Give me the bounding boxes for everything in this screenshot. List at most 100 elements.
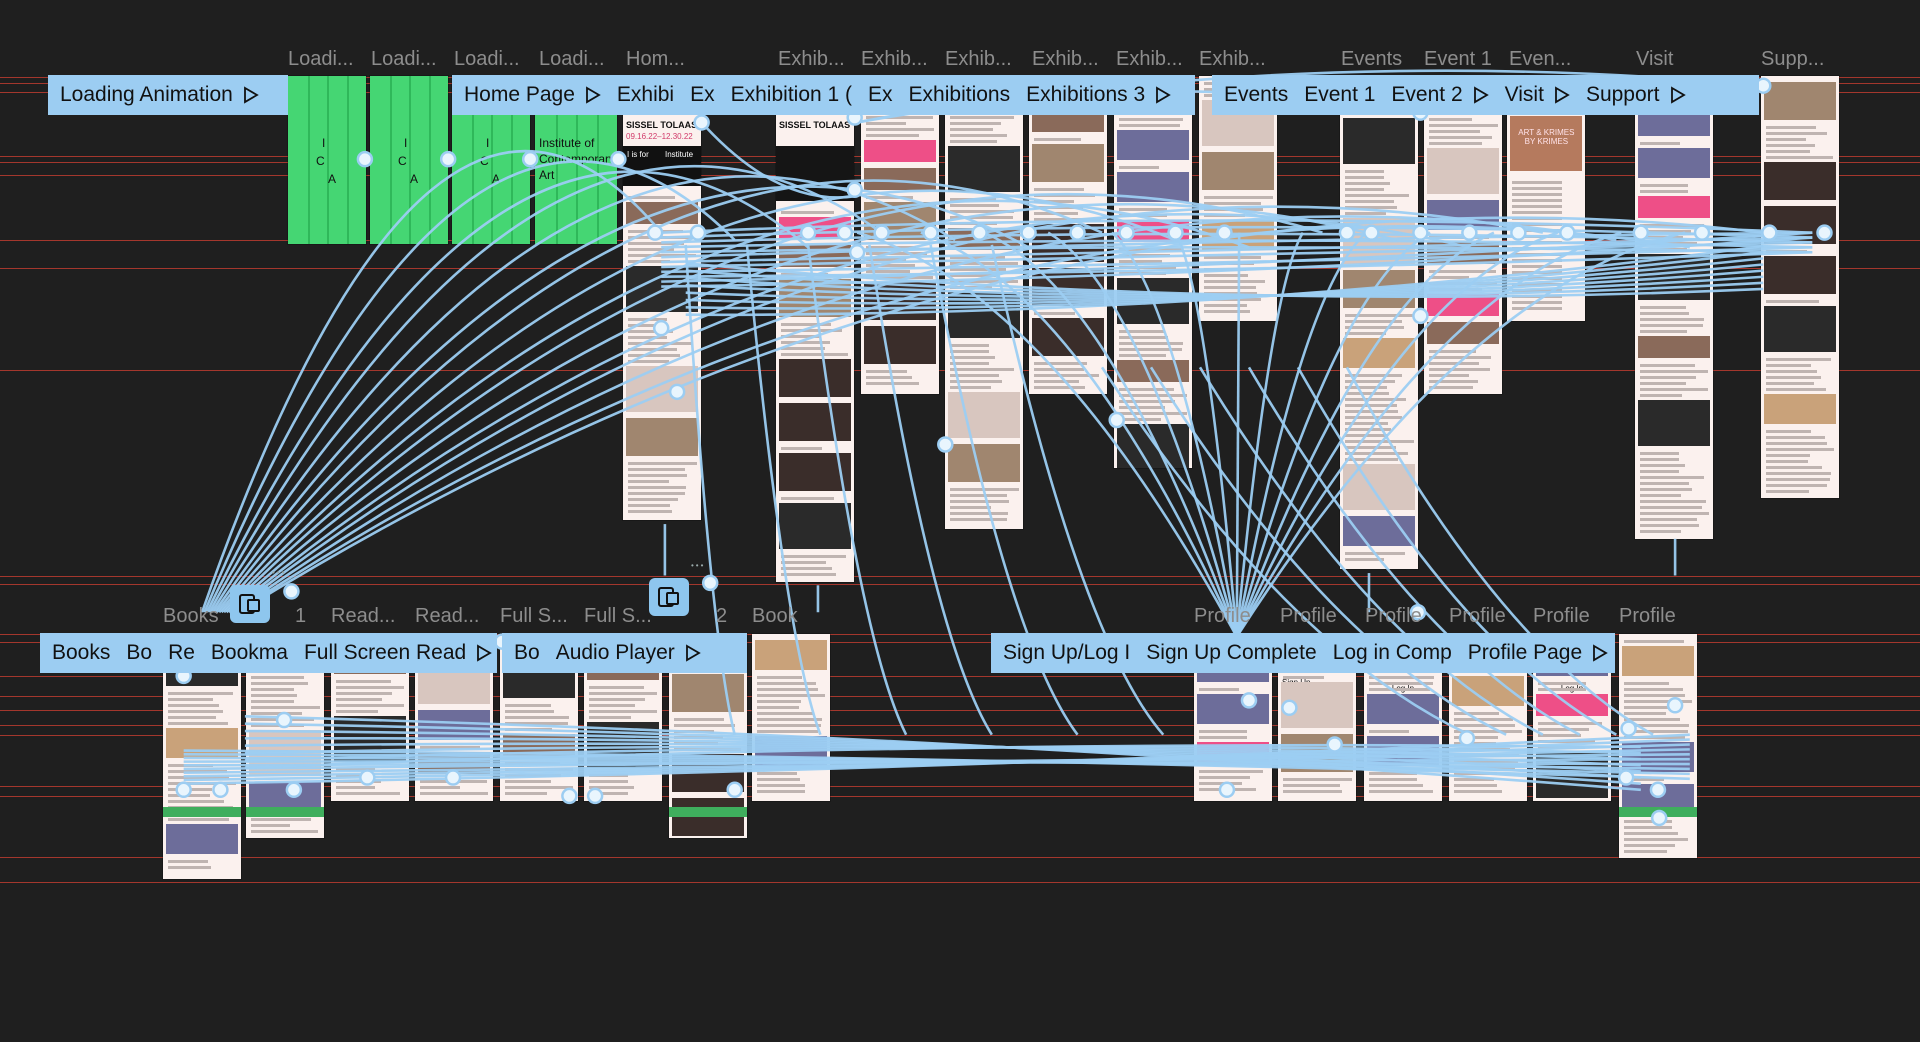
connector-handle[interactable] (1693, 224, 1711, 241)
flow-start-item[interactable]: Event 1 (1292, 75, 1379, 115)
play-triangle-icon[interactable] (1670, 86, 1686, 104)
connector-handle[interactable] (610, 150, 627, 168)
frame-title[interactable]: Profile (1194, 605, 1251, 627)
frame-title[interactable]: Loadi... (288, 48, 354, 70)
flow-start-item[interactable]: Audio Player (544, 633, 705, 673)
connector-handle[interactable] (1216, 224, 1233, 241)
connector-handle[interactable] (1816, 224, 1833, 241)
flow-start-item[interactable]: Exhibitions 3 (1014, 75, 1175, 115)
more-dots-icon[interactable]: ••• (272, 568, 287, 577)
flow-start-item[interactable]: Full Screen Read (292, 633, 496, 673)
connector-handle[interactable] (701, 574, 719, 592)
flow-start-item[interactable]: Bookma (199, 633, 292, 673)
connector-handle[interactable] (1649, 781, 1667, 799)
connector-handle[interactable] (1412, 224, 1429, 241)
frame-title[interactable]: Profile (1365, 605, 1422, 627)
flow-start-item[interactable]: Profile Page (1456, 633, 1612, 673)
connector-handle[interactable] (1240, 692, 1258, 709)
flow-start-item[interactable]: Visit (1493, 75, 1574, 115)
flow-start-item[interactable]: Event 2 (1379, 75, 1492, 115)
connector-handle[interactable] (1761, 224, 1778, 241)
connector-handle[interactable] (1338, 224, 1356, 241)
flow-start-item[interactable]: Exhibi (605, 75, 678, 115)
connector-handle[interactable] (1281, 699, 1298, 717)
connector-handle[interactable] (873, 224, 890, 241)
connector-handle[interactable] (444, 769, 462, 786)
frame-title[interactable]: Events (1341, 48, 1403, 70)
connector-handle[interactable] (175, 781, 192, 799)
frame-title[interactable]: Read... (331, 605, 396, 627)
frame-title[interactable]: Loadi... (539, 48, 605, 70)
frame-title[interactable]: Full S... (500, 605, 568, 627)
connector-handle[interactable] (561, 787, 578, 805)
frame-title[interactable]: Loadi... (454, 48, 520, 70)
flow-start-item[interactable]: Bo (502, 633, 544, 673)
connector-handle[interactable] (1412, 307, 1429, 325)
flow-start-item[interactable]: Exhibitions (897, 75, 1015, 115)
frame-title[interactable]: Profile (1280, 605, 1337, 627)
flow-start-item[interactable]: Bo (114, 633, 156, 673)
connector-handle[interactable] (1363, 224, 1380, 241)
connector-handle[interactable] (1666, 697, 1684, 714)
frame-title[interactable]: Book (752, 605, 798, 627)
more-dots-icon[interactable]: ••• (691, 561, 706, 570)
frame-title[interactable]: Exhib... (778, 48, 845, 70)
connector-handle[interactable] (586, 787, 604, 805)
frame-title[interactable]: Hom... (626, 48, 685, 70)
frame-title[interactable]: Profile (1619, 605, 1676, 627)
flow-start-item[interactable]: Exhibition 1 ( (719, 75, 856, 115)
connector-handle[interactable] (1118, 224, 1135, 241)
connector-handle[interactable] (726, 781, 743, 799)
flow-start-item[interactable]: Sign Up Complete (1134, 633, 1320, 673)
flow-start-item[interactable]: Events (1212, 75, 1292, 115)
connector-handle[interactable] (1617, 769, 1635, 786)
connector-handle[interactable] (693, 114, 710, 131)
connector-handle[interactable] (652, 319, 670, 337)
flow-start-item[interactable]: Sign Up/Log I (991, 633, 1134, 673)
prototype-screen[interactable] (1199, 76, 1277, 321)
connector-handle[interactable] (1559, 224, 1576, 241)
prototype-screen[interactable] (945, 76, 1023, 529)
play-triangle-icon[interactable] (1592, 644, 1608, 662)
frame-title[interactable]: Exhib... (1032, 48, 1099, 70)
connector-handle[interactable] (1020, 224, 1037, 241)
connector-handle[interactable] (212, 781, 229, 799)
flow-start-item[interactable]: Re (156, 633, 199, 673)
connector-handle[interactable] (283, 583, 300, 600)
connector-handle[interactable] (1458, 730, 1476, 747)
frame-title[interactable]: Supp... (1761, 48, 1825, 70)
frame-title[interactable]: Exhib... (1199, 48, 1266, 70)
flow-start-item[interactable]: Ex (856, 75, 897, 115)
connector-handle[interactable] (1461, 224, 1478, 241)
connector-handle[interactable] (275, 711, 293, 729)
frame-title[interactable]: Even... (1509, 48, 1572, 70)
play-triangle-icon[interactable] (1155, 86, 1171, 104)
frame-title[interactable]: 2 (716, 605, 728, 627)
play-triangle-icon[interactable] (585, 86, 601, 104)
flow-start-item[interactable]: Books (40, 633, 114, 673)
frame-title[interactable]: Event 1 (1424, 48, 1492, 70)
connector-handle[interactable] (668, 383, 686, 401)
connector-handle[interactable] (937, 436, 954, 453)
flow-start-item[interactable]: Ex (678, 75, 719, 115)
connector-handle[interactable] (1650, 809, 1668, 827)
connector-handle[interactable] (1620, 720, 1637, 737)
frame-title[interactable]: Exhib... (1116, 48, 1183, 70)
connector-handle[interactable] (1167, 224, 1184, 241)
play-triangle-icon[interactable] (1473, 86, 1489, 104)
connector-handle[interactable] (1409, 603, 1427, 621)
prototype-screen[interactable] (1761, 76, 1839, 498)
frame-title[interactable]: Loadi... (371, 48, 437, 70)
connector-handle[interactable] (922, 224, 939, 241)
connector-handle[interactable] (846, 181, 863, 199)
connector-handle[interactable] (1108, 411, 1125, 429)
connector-handle[interactable] (1326, 736, 1343, 753)
flow-start-item[interactable]: Support (1574, 75, 1690, 115)
play-triangle-icon[interactable] (476, 644, 493, 662)
connector-handle[interactable] (848, 243, 866, 261)
connector-handle[interactable] (439, 150, 457, 168)
play-triangle-icon[interactable] (685, 644, 701, 662)
frame-title[interactable]: 1 (295, 605, 307, 627)
